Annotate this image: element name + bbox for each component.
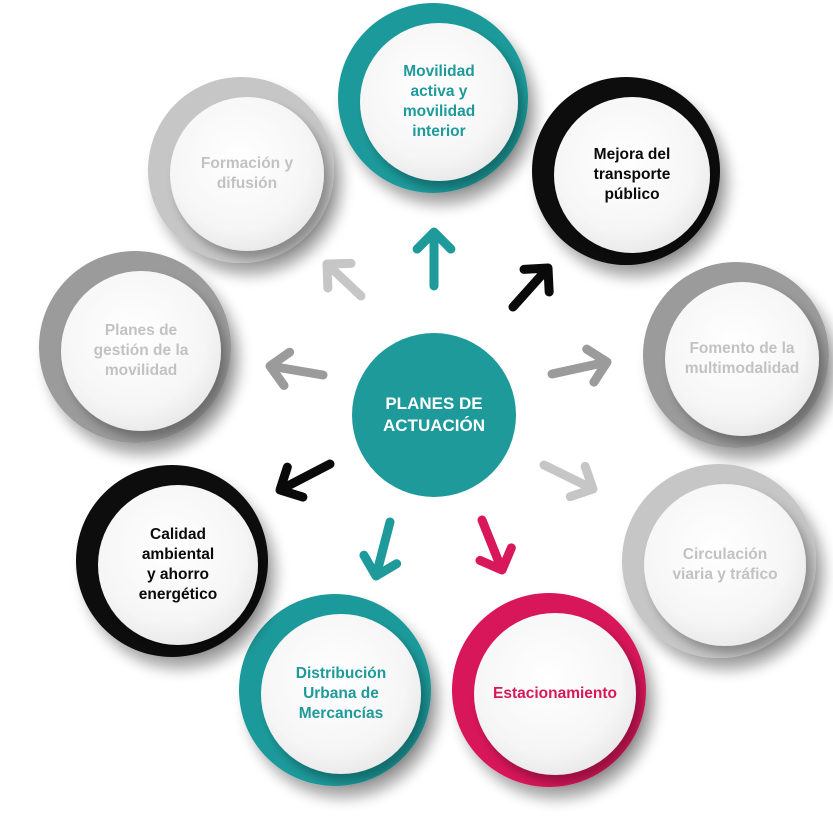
arrow-down-right-2	[475, 515, 516, 575]
center-label: PLANES DE ACTUACIÓN	[383, 394, 485, 435]
node-inner-disc	[170, 97, 324, 251]
node-inner-disc	[360, 23, 518, 181]
node-planes-gestion	[39, 251, 231, 443]
node-calidad-ambiental	[76, 465, 268, 657]
node-formacion	[148, 77, 334, 263]
node-multimodalidad	[643, 262, 829, 448]
node-movilidad-activa	[338, 3, 528, 193]
node-circulacion	[622, 464, 816, 658]
arrow-left-down	[275, 459, 335, 502]
arrow-right	[547, 344, 612, 387]
node-inner-disc	[665, 282, 819, 436]
node-inner-disc	[261, 614, 421, 774]
arrow-up-left	[322, 258, 366, 301]
arrow-up-right	[508, 263, 554, 312]
arrow-down-right	[539, 460, 598, 502]
node-inner-disc	[474, 613, 636, 775]
node-estacionamiento	[452, 593, 646, 787]
arrow-left	[265, 347, 328, 390]
node-inner-disc	[554, 97, 710, 253]
node-transporte-publico	[532, 77, 720, 265]
arrow-up	[412, 227, 456, 291]
node-inner-disc	[644, 484, 806, 646]
node-distribucion	[239, 594, 431, 786]
node-inner-disc	[61, 271, 221, 431]
arrow-down-left	[359, 517, 402, 581]
center-circle	[352, 333, 516, 497]
node-inner-disc	[98, 485, 258, 645]
